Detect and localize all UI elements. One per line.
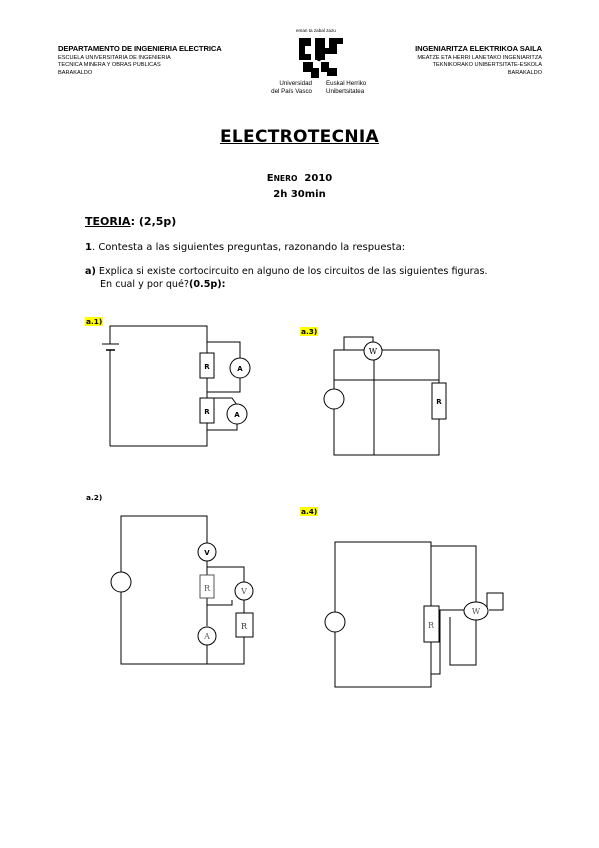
wire [343,336,374,350]
wire [207,424,238,431]
ammeter-label: A [203,632,210,641]
resistor [431,382,447,420]
header-right: INGENIARITZA ELEKTRIKOA SAILA MEATZE ETA… [312,44,542,77]
question-a-label: a) [85,266,96,277]
resistor [235,612,254,638]
resistor-label: R [204,408,210,416]
header-left: DEPARTAMENTO DE INGENIERIA ELECTRICA ESC… [58,44,278,77]
resistor-label: R [241,622,248,631]
wire [431,609,464,675]
resistor-label: R [204,363,210,371]
wire [431,545,477,603]
ammeter [229,357,251,379]
university-logo: eman ta zabal zazu Universidad del País … [258,28,378,100]
exam-duration: 2h 30min [273,189,326,200]
section-points: : (2,5p) [130,215,177,228]
ammeter-label: A [234,411,240,419]
resistor-label: R [204,584,211,593]
logo-university-es: Universidad del País Vasco [271,80,312,95]
wire-loop [333,349,440,456]
wire [120,592,208,665]
wattmeter [363,341,383,361]
school-line-2: TECNICA MINERA Y OBRAS PUBLICAS [58,62,161,69]
ammeter-label: A [237,365,243,373]
exam-title: ELECTROTECNIA [220,127,379,147]
question-a-points: (0.5p): [189,279,226,290]
resistor-label: R [436,398,442,406]
resistor [199,352,215,379]
logo-university-eu: Euskal Herriko Unibertsitatea [326,80,367,95]
section-label: TEORIA [85,215,131,228]
resistor [199,397,215,424]
voltmeter-label: V [204,549,210,557]
wire [207,637,245,665]
wire [207,378,241,393]
wattmeter-label: W [472,607,481,616]
resistor-label: R [428,621,435,630]
voltage-source [323,388,345,410]
department-name-es: DEPARTAMENTO DE INGENIERIA ELECTRICA [58,44,222,53]
voltmeter-label: V [240,587,247,596]
figure-a4-circuit: R W [324,541,504,688]
logo-motto: eman ta zabal zazu [296,28,336,33]
wire [109,325,208,353]
school-city-eu: BARAKALDO [507,69,542,76]
figure-a4-label: a.4) [300,507,319,516]
wire [207,397,238,406]
figure-a2-circuit: V R V A R [110,515,254,665]
figure-a3-label: a.3) [300,327,319,336]
wire [207,600,233,606]
upv-ehu-emblem-icon [299,38,343,78]
question-1: 1. Contesta a las siguientes preguntas, … [85,242,405,253]
exam-date: ENERO 2010 [266,173,333,184]
school-line-2-eu: TEKNIKORAKO UNIBERTSITATE-ESKOLA [432,62,542,69]
wire [120,515,208,572]
ammeter [226,403,248,425]
wattmeter [463,601,489,621]
ammeter [197,626,217,646]
figure-a1-label: a.1) [85,317,104,326]
figure-a3-circuit: W R [323,336,447,456]
voltmeter [234,581,254,601]
section-heading: TEORIA: (2,5p) [85,215,176,228]
wire [449,617,477,666]
figure-a2-label: a.2) [86,493,103,502]
resistor [199,574,215,599]
figure-a1-circuit: R A R A [102,325,251,447]
question-a-line1: Explica si existe cortocircuito en algun… [95,266,488,277]
resistor [423,605,440,643]
school-line-1: ESCUELA UNIVERSITARIA DE INGENIERIA [58,55,171,61]
voltage-source [324,611,346,633]
wire [207,341,241,358]
voltmeter [197,542,217,562]
question-a: a) Explica si existe cortocircuito en al… [85,265,488,291]
wire [110,423,208,447]
department-name-eu: INGENIARITZA ELEKTRIKOA SAILA [415,44,542,53]
voltage-source [110,571,132,593]
question-a-line2: En cual y por qué? [100,279,189,290]
school-city: BARAKALDO [58,69,93,76]
school-line-1-eu: MEATZE ETA HERRI LANETAKO INGENIARITZA [417,55,542,61]
wire [334,541,432,612]
wattmeter-label: W [369,347,378,356]
question-1-text: . Contesta a las siguientes preguntas, r… [91,242,406,253]
wire [207,566,245,583]
wire [334,632,432,688]
question-number: 1 [85,242,92,253]
wire [486,592,504,611]
